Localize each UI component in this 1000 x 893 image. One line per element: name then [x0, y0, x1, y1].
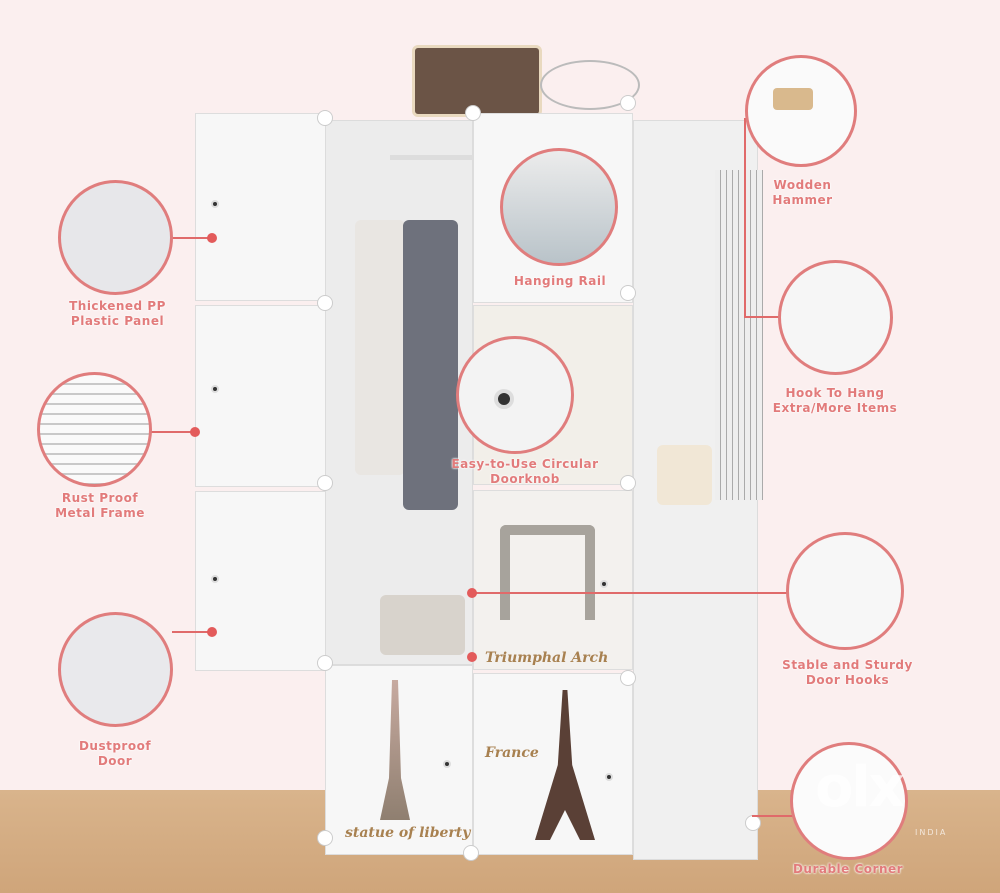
open-door-2[interactable]: [195, 305, 328, 487]
callout-dot: [467, 588, 477, 598]
panel-callout-image: [58, 180, 173, 295]
connector-line: [150, 431, 195, 433]
rail-callout-image: [500, 148, 618, 266]
corner-joint: [317, 110, 333, 126]
callout-dot: [207, 233, 217, 243]
corner-joint: [620, 95, 636, 111]
door-hooks-callout-image: [786, 532, 904, 650]
corner-joint: [463, 845, 479, 861]
corner-joint: [620, 285, 636, 301]
arch-print: [500, 525, 595, 620]
france-caption: France: [485, 745, 539, 761]
connector-line: [472, 592, 792, 594]
corner-joint: [620, 475, 636, 491]
grey-dress: [403, 220, 458, 510]
arch-caption: Triumphal Arch: [485, 650, 609, 666]
door-hooks-callout-label: Stable and Sturdy Door Hooks: [782, 658, 913, 687]
corner-callout-image: [790, 742, 908, 860]
connector-line: [744, 118, 746, 318]
corner-joint: [465, 105, 481, 121]
knob-callout-label: Easy-to-Use Circular Doorknob: [451, 457, 599, 486]
pillow: [380, 595, 465, 655]
small-bag: [657, 445, 712, 505]
corner-callout-label: Durable Corner: [792, 862, 904, 876]
corner-joint: [620, 670, 636, 686]
corner-joint: [317, 295, 333, 311]
doorknob[interactable]: [211, 200, 219, 208]
hook-callout-label: Hook To Hang Extra/More Items: [772, 386, 898, 415]
bicycle: [540, 60, 640, 110]
knob-callout-image: [456, 336, 574, 454]
door-callout-image: [58, 612, 173, 727]
corner-joint: [317, 830, 333, 846]
hanging-towel: [715, 170, 763, 500]
connector-line: [752, 815, 802, 817]
hammer-icon: [773, 88, 813, 110]
corner-joint: [745, 815, 761, 831]
hanging-rail: [390, 155, 475, 160]
doorknob[interactable]: [211, 575, 219, 583]
callout-dot: [190, 427, 200, 437]
door-callout-label: Dustproof Door: [78, 739, 152, 768]
doorknob[interactable]: [211, 385, 219, 393]
corner-joint: [317, 655, 333, 671]
doorknob[interactable]: [443, 760, 451, 768]
rail-callout-label: Hanging Rail: [513, 274, 607, 288]
doorknob[interactable]: [600, 580, 608, 588]
doorknob-icon: [494, 389, 514, 409]
callout-dot: [207, 627, 217, 637]
white-shirt: [355, 220, 405, 475]
wardrobe: Triumphal Arch statue of liberty France: [195, 95, 765, 865]
callout-dot: [467, 652, 477, 662]
liberty-caption: statue of liberty: [345, 825, 471, 841]
hook-callout-image: [778, 260, 893, 375]
frame-callout-image: [37, 372, 152, 487]
frame-callout-label: Rust Proof Metal Frame: [55, 491, 145, 520]
connector-line: [172, 631, 212, 633]
corner-joint: [317, 475, 333, 491]
doorknob[interactable]: [605, 773, 613, 781]
connector-line: [170, 237, 215, 239]
olx-watermark-logo: olx: [815, 755, 905, 820]
hammer-callout-image: [745, 55, 857, 167]
hammer-callout-label: Wodden Hammer: [772, 178, 833, 207]
panel-callout-label: Thickened PP Plastic Panel: [69, 299, 166, 328]
olx-watermark-sub: INDIA: [915, 828, 948, 837]
handbag: [412, 45, 542, 117]
connector-line: [744, 316, 784, 318]
